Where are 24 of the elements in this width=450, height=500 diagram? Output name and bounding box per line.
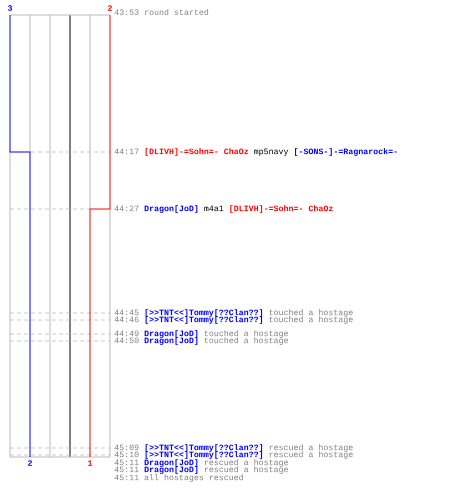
label: Dragon[JoD] (144, 205, 198, 213)
player-count: 1 (88, 460, 92, 466)
label: 44:27 (114, 206, 138, 212)
label: m4a1 (204, 206, 224, 212)
log-entry: 45:11 Dragon[JoD] rescued a hostage (114, 466, 288, 474)
log-entry: 44:49 Dragon[JoD] touched a hostage (114, 330, 288, 338)
log-entry: 45:11 Dragon[JoD] rescued a hostage (114, 459, 288, 467)
label: [DLIVH]-=Sohn=- ChaOz (230, 205, 333, 213)
label: mp5navy (254, 148, 288, 156)
log-entry: 45:10 [>>TNT<<]Tommy[??Clan??] rescued a hostage (114, 451, 353, 459)
player-count: 2 (28, 460, 32, 466)
player-count: 3 (8, 5, 12, 11)
label: [DLIVH]-=Sohn=- ChaOz (146, 148, 248, 156)
log-entry: 43:53 round started (114, 8, 208, 16)
log-entry: 45:09 [>>TNT<<]Tommy[??Clan??] rescued a hostage (114, 444, 353, 452)
label: [-SONS-]-=Ragnarock=- (295, 148, 397, 156)
player-count: 2 (108, 5, 112, 11)
log-entry: 44:27 Dragon[JoD] m4a1 [DLIVH]-=Sohn=- ChaOz (114, 205, 333, 213)
log-entry: 44:46 [>>TNT<<]Tommy[??Clan??] touched a hostage (114, 316, 353, 324)
log-entry: 44:45 [>>TNT<<]Tommy[??Clan??] touched a hostage (114, 309, 353, 317)
log-entry: 44:17 [DLIVH]-=Sohn=- ChaOz mp5navy [-SONS-]-=Ragnarock=- (114, 148, 397, 156)
log-entry: 44:50 Dragon[JoD] touched a hostage (114, 337, 288, 345)
label: 44:17 (114, 148, 138, 154)
log-entry: 45:11 all hostages rescued (114, 474, 243, 482)
